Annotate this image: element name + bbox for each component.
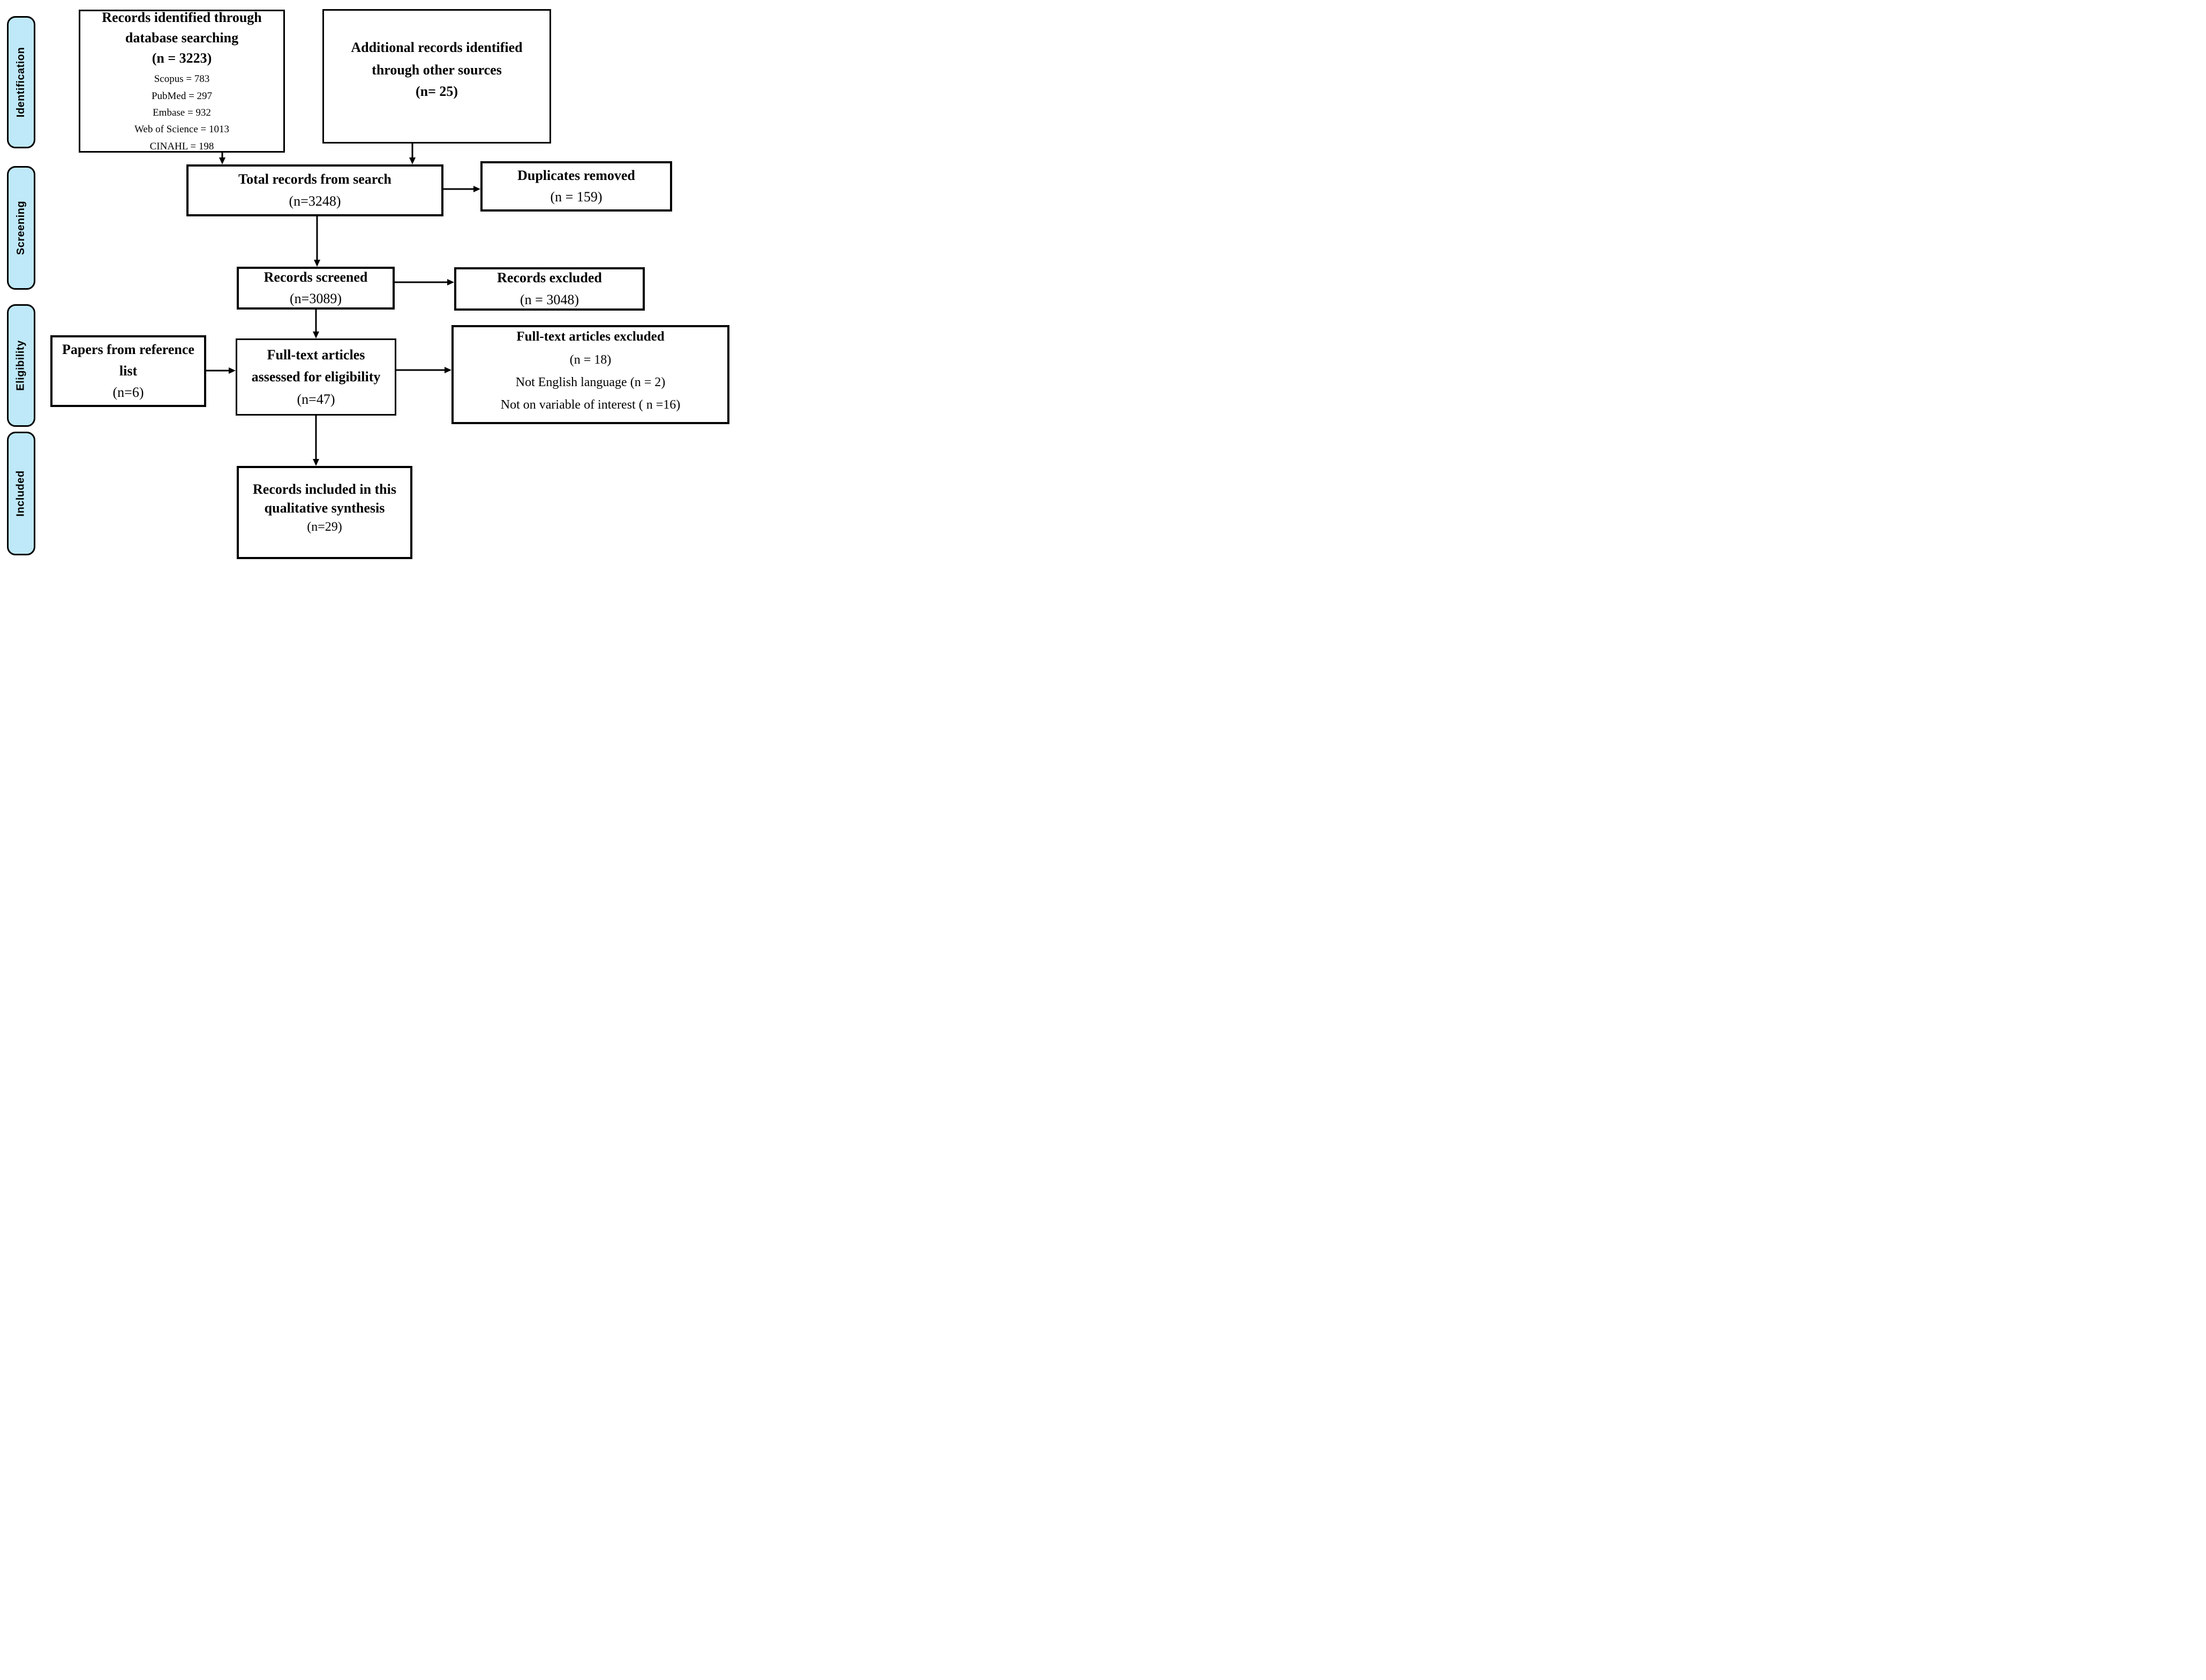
box-reference-list-count: (n=6): [112, 385, 144, 401]
stage-identification: Identification: [7, 16, 35, 148]
box-records-excluded: Records excluded (n = 3048): [454, 267, 645, 311]
arrow-shaft: [206, 370, 231, 372]
box-duplicates-removed-count: (n = 159): [550, 189, 603, 205]
arrow-shaft: [443, 188, 476, 190]
arrow-shaft: [316, 216, 318, 262]
source-cinahl: CINAHL = 198: [149, 140, 214, 152]
stage-identification-label: Identification: [15, 47, 27, 118]
arrowhead-down-icon: [409, 157, 416, 164]
box-records-identified-count: (n = 3223): [152, 50, 212, 66]
box-additional-records-title: Additional records identified through ot…: [351, 40, 523, 78]
arrow-dbsearch-to-total: [219, 153, 226, 164]
arrowhead-right-icon: [445, 367, 451, 373]
box-included-synthesis-title: Records included in this qualitative syn…: [253, 481, 396, 516]
box-included-synthesis-count: (n=29): [307, 520, 342, 534]
stage-screening: Screening: [7, 166, 35, 290]
source-pubmed: PubMed = 297: [151, 90, 213, 102]
box-records-screened-count: (n=3089): [290, 291, 342, 306]
box-additional-records-count: (n= 25): [415, 84, 458, 100]
arrowhead-right-icon: [473, 186, 480, 192]
box-records-screened: Records screened (n=3089): [237, 267, 395, 310]
arrowhead-down-icon: [313, 459, 319, 466]
arrow-screened-to-fulltext: [312, 310, 320, 338]
source-scopus: Scopus = 783: [154, 73, 210, 85]
box-records-excluded-count: (n = 3048): [520, 291, 579, 307]
box-fulltext-assessed: Full-text articles assessed for eligibil…: [236, 338, 396, 416]
arrow-shaft: [395, 281, 449, 283]
box-fulltext-assessed-title: Full-text articles assessed for eligibil…: [251, 346, 381, 385]
box-duplicates-removed: Duplicates removed (n = 159): [480, 161, 672, 212]
arrow-shaft: [221, 153, 223, 160]
arrowhead-down-icon: [313, 332, 319, 338]
arrowhead-down-icon: [314, 260, 320, 267]
arrow-shaft: [315, 416, 317, 461]
box-total-records: Total records from search (n=3248): [186, 164, 443, 216]
box-additional-records: Additional records identified through ot…: [322, 9, 551, 144]
arrow-total-to-screened: [313, 216, 321, 267]
arrow-shaft: [396, 369, 447, 371]
arrow-shaft: [411, 144, 413, 160]
stage-included-label: Included: [15, 470, 27, 517]
source-web-of-science: Web of Science = 1013: [134, 124, 229, 135]
box-fulltext-assessed-count: (n=47): [297, 391, 335, 407]
exclusion-reason-variable: Not on variable of interest ( n =16): [500, 397, 681, 412]
box-included-synthesis: Records included in this qualitative syn…: [237, 466, 412, 559]
arrow-total-to-duplicates: [443, 185, 480, 193]
source-embase: Embase = 932: [153, 107, 211, 119]
box-total-records-title: Total records from search: [238, 171, 391, 187]
arrow-additional-to-total: [409, 144, 416, 164]
prisma-flow-diagram: Identification Screening Eligibility Inc…: [0, 0, 735, 560]
arrow-shaft: [315, 310, 317, 334]
box-reference-list: Papers from reference list (n=6): [50, 335, 206, 407]
box-fulltext-excluded: Full-text articles excluded (n = 18) Not…: [451, 325, 729, 424]
arrowhead-right-icon: [447, 279, 454, 285]
stage-screening-label: Screening: [15, 200, 27, 255]
arrowhead-right-icon: [229, 367, 236, 374]
box-records-identified: Records identified through database sear…: [79, 10, 285, 153]
box-fulltext-excluded-count: (n = 18): [569, 352, 612, 367]
box-records-screened-title: Records screened: [263, 269, 368, 285]
arrow-fulltext-to-ftexcluded: [396, 366, 451, 374]
arrow-reference-to-fulltext: [206, 367, 236, 374]
box-records-identified-title: Records identified through database sear…: [102, 9, 262, 46]
arrow-fulltext-to-included: [312, 416, 320, 466]
exclusion-reason-language: Not English language (n = 2): [515, 375, 666, 389]
box-duplicates-removed-title: Duplicates removed: [517, 167, 635, 183]
box-fulltext-excluded-title: Full-text articles excluded: [516, 329, 665, 344]
arrowhead-down-icon: [219, 157, 225, 164]
box-total-records-count: (n=3248): [289, 193, 341, 209]
stage-eligibility: Eligibility: [7, 304, 35, 427]
arrow-screened-to-excluded: [395, 278, 454, 286]
box-records-excluded-title: Records excluded: [497, 270, 602, 286]
box-reference-list-title: Papers from reference list: [62, 341, 194, 379]
stage-included: Included: [7, 432, 35, 555]
stage-eligibility-label: Eligibility: [15, 340, 27, 391]
